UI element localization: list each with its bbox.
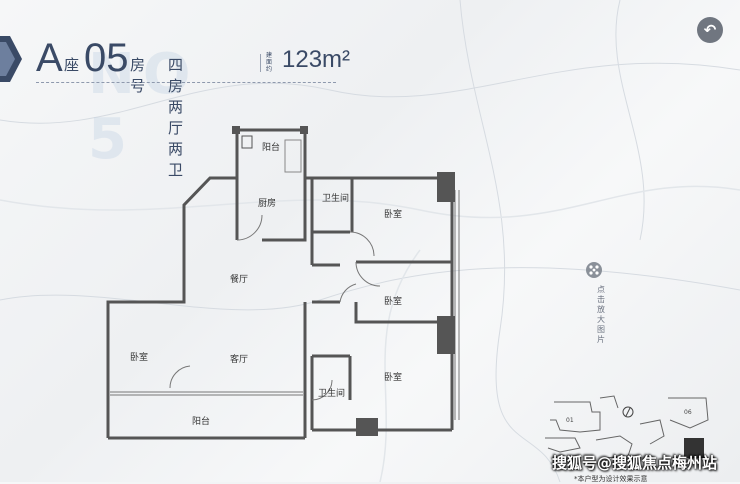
- living-door: [169, 365, 191, 389]
- building-suffix: 座: [64, 56, 80, 74]
- bath1-door: [349, 231, 375, 257]
- room-bedroom-3: 卧室: [130, 353, 149, 363]
- room-balcony-top: 阳台: [262, 143, 281, 153]
- bedroom2-door: [355, 261, 381, 287]
- header-dashed-rule: [36, 82, 336, 83]
- balcony-top-wall: [235, 128, 307, 178]
- unit-number: 05: [84, 36, 129, 80]
- column-s: [356, 418, 378, 436]
- watermark: 搜狐号@搜狐焦点梅州站: [552, 454, 718, 472]
- unit-area: 123m²: [282, 46, 351, 73]
- column-balcony-ne: [300, 126, 308, 134]
- layout-type: 四房两厅两卫: [168, 56, 184, 179]
- column-e: [437, 316, 455, 354]
- minimap-label-01: 01: [566, 417, 574, 424]
- compass-icon: [622, 406, 634, 418]
- room-living: 客厅: [230, 355, 249, 365]
- kitchen-door: [236, 214, 263, 241]
- building-letter: A: [36, 36, 63, 80]
- kitchen-south-wall: [262, 178, 307, 242]
- header-divider: [260, 54, 261, 72]
- room-balcony-bottom: 阳台: [192, 417, 211, 427]
- balcony-shelf: [284, 139, 302, 173]
- back-arrow-icon: ↶: [703, 21, 717, 39]
- zoom-hint[interactable]: 点击放大图片: [586, 262, 616, 345]
- zoom-icon: [586, 262, 602, 278]
- disclaimer-text: *本户型为设计效果示意: [574, 475, 648, 483]
- bath2-door: [311, 379, 333, 401]
- minimap-highlight: [684, 438, 704, 458]
- area-label: 建面约: [266, 52, 273, 73]
- room-kitchen: 厨房: [258, 199, 277, 209]
- west-wall: [106, 176, 237, 438]
- unit-suffix: 房号: [130, 56, 146, 95]
- room-bedroom-1: 卧室: [384, 210, 403, 220]
- room-dining: 餐厅: [230, 275, 249, 285]
- column-ne: [437, 172, 455, 202]
- zoom-hint-label: 点击放大图片: [597, 285, 605, 344]
- balcony-fixture: [241, 135, 253, 149]
- bedroom-divider-2: [354, 302, 452, 324]
- corner-tab-icon: [0, 36, 22, 82]
- room-bath-2: 卫生间: [318, 389, 346, 399]
- minimap-label-06: 06: [684, 409, 692, 416]
- bedroom3-door: [339, 283, 357, 303]
- room-bedroom-4: 卧室: [384, 373, 403, 383]
- room-bath-1: 卫生间: [322, 194, 350, 204]
- back-button[interactable]: ↶: [697, 17, 723, 43]
- column-balcony-nw: [232, 126, 240, 134]
- background-unit-number: NO 5: [88, 42, 199, 172]
- room-bedroom-2: 卧室: [384, 297, 403, 307]
